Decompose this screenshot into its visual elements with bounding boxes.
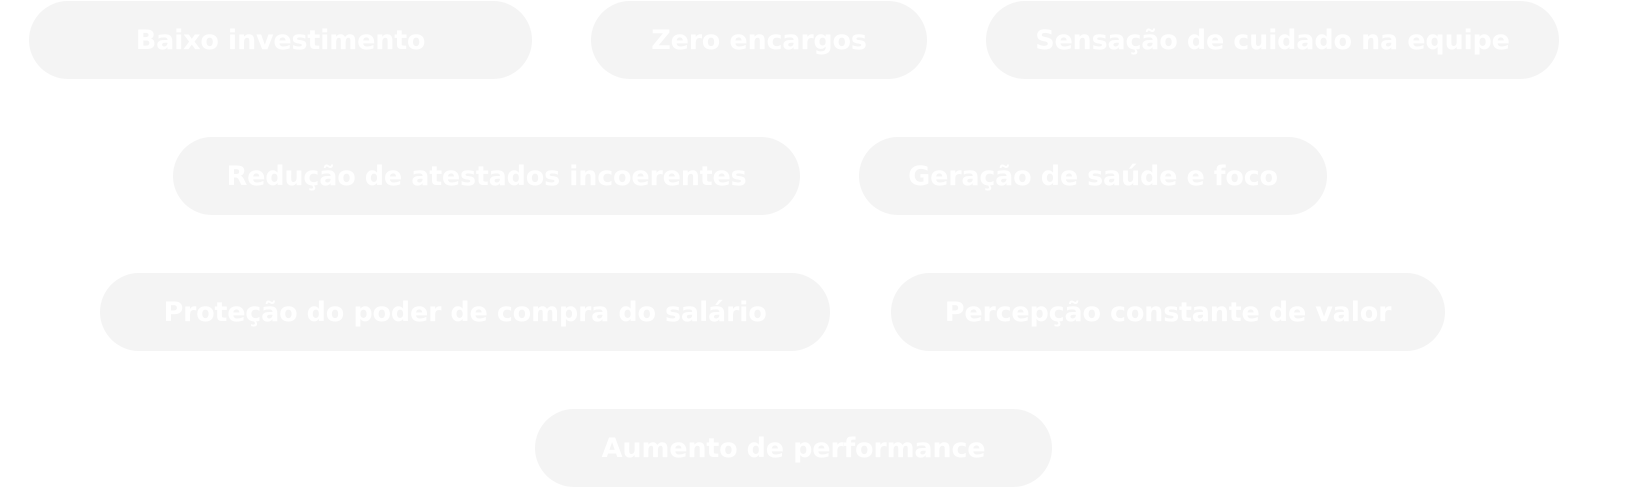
benefit-pill-sensacao-de-cuidado: Sensação de cuidado na equipe (986, 1, 1559, 79)
benefit-pill-geracao-de-saude: Geração de saúde e foco (859, 137, 1327, 215)
benefit-label: Baixo investimento (135, 24, 426, 56)
benefit-pill-aumento-de-performance: Aumento de performance (535, 409, 1052, 487)
benefit-label: Redução de atestados incoerentes (226, 160, 747, 192)
benefit-pill-protecao-do-poder-de-compra: Proteção do poder de compra do salário (100, 273, 830, 351)
benefit-label: Sensação de cuidado na equipe (1035, 24, 1510, 56)
benefit-label: Percepção constante de valor (944, 296, 1392, 328)
benefit-label: Aumento de performance (601, 432, 986, 464)
benefit-pill-baixo-investimento: Baixo investimento (29, 1, 532, 79)
benefit-label: Proteção do poder de compra do salário (163, 296, 767, 328)
benefit-label: Zero encargos (651, 24, 867, 56)
benefit-pill-zero-encargos: Zero encargos (591, 1, 927, 79)
benefit-pill-percepcao-constante: Percepção constante de valor (891, 273, 1445, 351)
benefit-pill-reducao-de-atestados: Redução de atestados incoerentes (173, 137, 800, 215)
benefit-label: Geração de saúde e foco (908, 160, 1278, 192)
